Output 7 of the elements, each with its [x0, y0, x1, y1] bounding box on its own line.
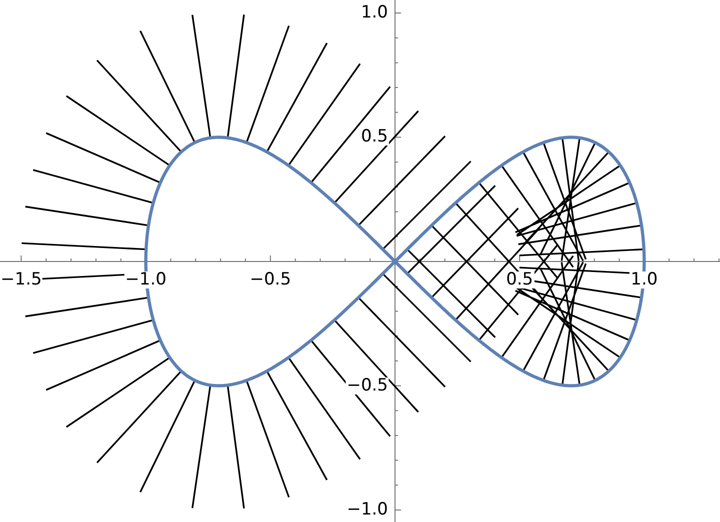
tick-label: 0.5 [360, 128, 389, 146]
tick-label: −1.5 [0, 271, 43, 288]
tick-label: 1.0 [630, 271, 659, 288]
tick-label: −1.0 [124, 271, 168, 288]
tick-label: −0.5 [346, 377, 389, 394]
tick-label: −0.5 [248, 271, 292, 288]
tick-label: 0.5 [505, 271, 534, 288]
